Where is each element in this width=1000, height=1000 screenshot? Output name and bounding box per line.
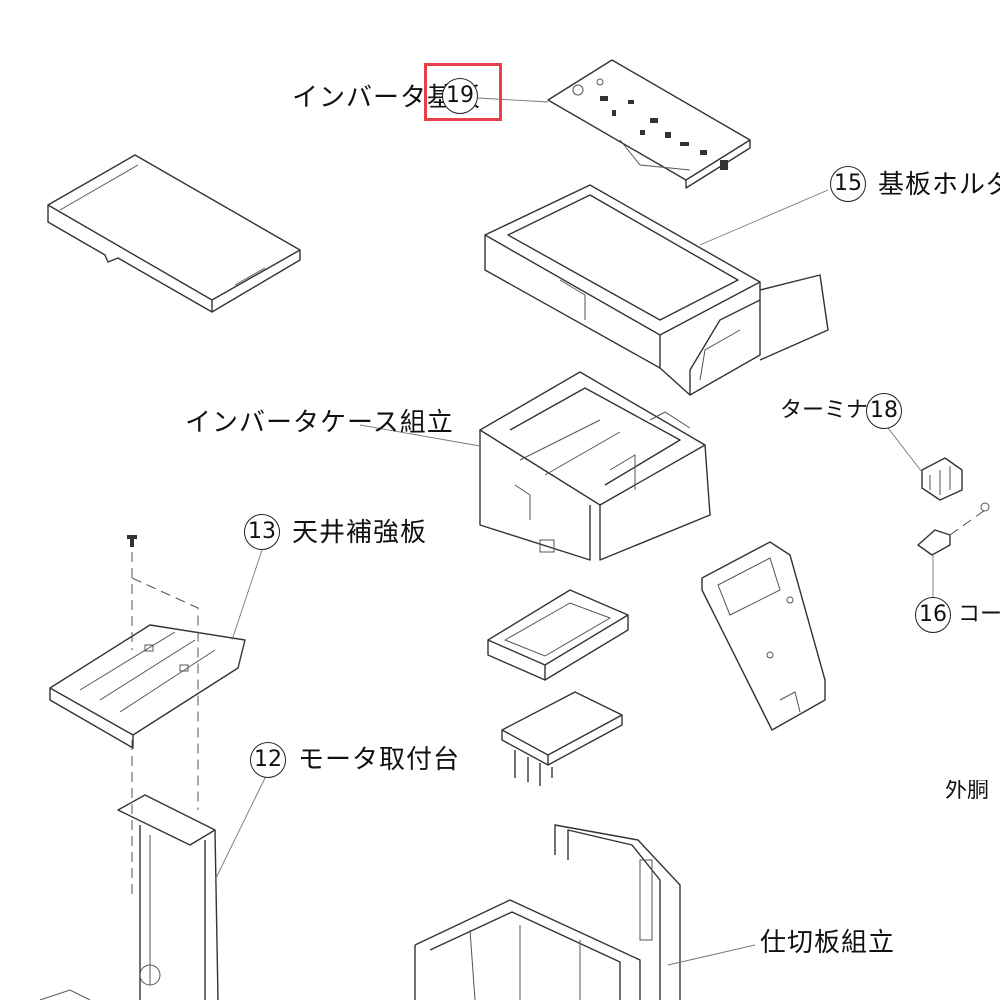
callout-13[interactable]: 13 — [244, 514, 280, 550]
cord-clamp-drawing — [917, 502, 990, 556]
screw-drawing — [127, 535, 137, 547]
callout-18[interactable]: 18 — [866, 393, 902, 429]
ceiling-plate-drawing — [49, 624, 246, 749]
label-inverter-case: インバータケース組立 — [185, 408, 454, 438]
inverter-case-drawing — [479, 371, 711, 561]
label-motor-mount: モータ取付台 — [298, 745, 461, 775]
inverter-board-drawing — [547, 59, 751, 189]
leader-lines — [214, 97, 934, 966]
partition-drawing — [414, 824, 681, 1000]
selection-highlight — [424, 63, 502, 121]
motor-mount-drawing — [39, 794, 219, 1000]
heatsink-drawing — [501, 691, 623, 786]
top-cover-panel — [47, 154, 301, 313]
label-board-holder: 基板ホルダ — [878, 170, 1000, 200]
board-holder-drawing — [484, 184, 829, 396]
callout-12[interactable]: 12 — [250, 742, 286, 778]
side-bracket-drawing — [701, 541, 826, 731]
tray-bracket-drawing — [487, 589, 629, 681]
callout-16[interactable]: 16 — [915, 597, 951, 633]
label-partition: 仕切板組立 — [760, 928, 896, 958]
callout-15[interactable]: 15 — [830, 166, 866, 202]
callout-19[interactable]: 19 — [442, 78, 478, 114]
label-cord-partial: コード — [958, 604, 1000, 626]
label-ceiling-plate: 天井補強板 — [292, 518, 428, 548]
terminal-drawing — [921, 457, 963, 501]
label-outer-partial: 外胴 — [945, 780, 990, 802]
label-terminal: ターミナル — [780, 398, 891, 423]
